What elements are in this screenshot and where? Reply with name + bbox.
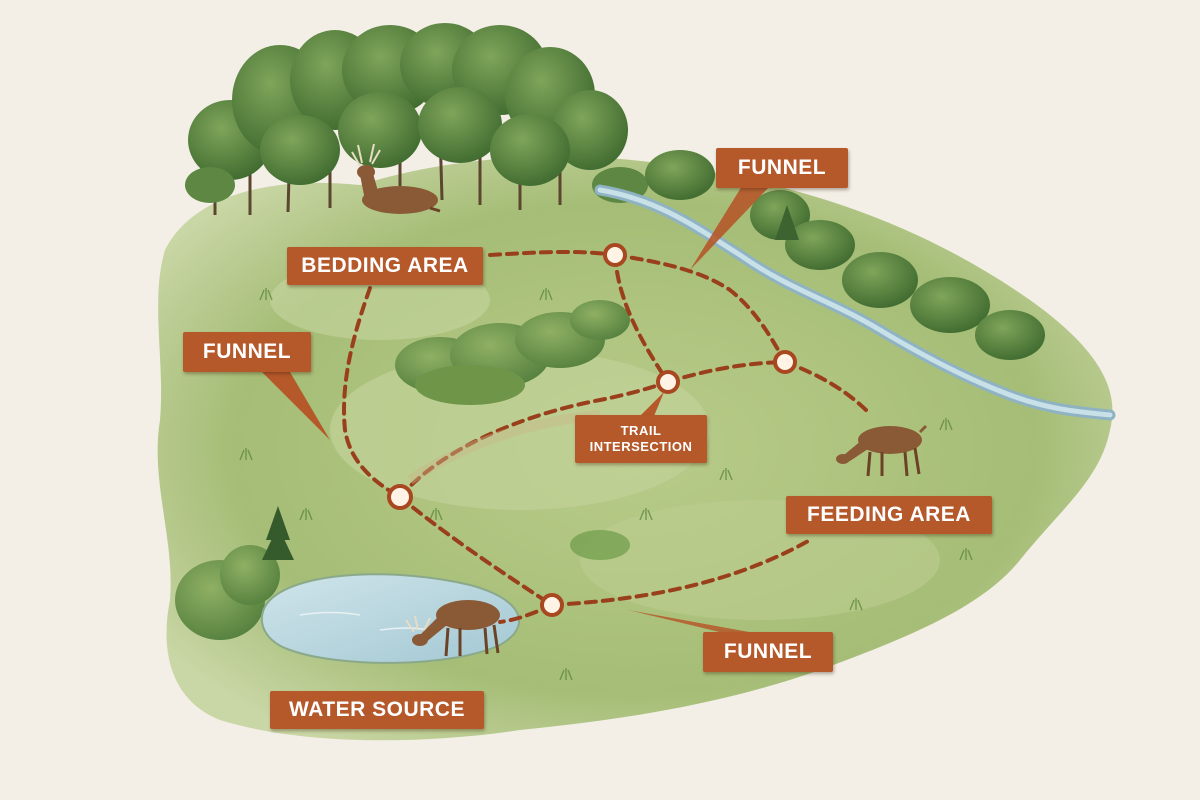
treeline-east [645, 150, 1045, 360]
bushes [395, 300, 630, 560]
deer-drinking [405, 600, 500, 657]
label-funnel-north: FUNNEL [716, 148, 848, 188]
label-funnel-west: FUNNEL [183, 332, 311, 372]
label-water-source: WATER SOURCE [270, 691, 484, 729]
label-trail-intersection: TRAIL INTERSECTION [575, 415, 707, 463]
label-pointers [262, 186, 770, 634]
pond [175, 506, 520, 664]
deer-grazing [836, 424, 928, 477]
label-trail-intersection-line1: TRAIL [620, 423, 662, 438]
trail-intersections [387, 243, 797, 617]
label-feeding-area: FEEDING AREA [786, 496, 992, 534]
label-bedding-area: BEDDING AREA [287, 247, 483, 285]
label-trail-intersection-line2: INTERSECTION [589, 439, 693, 454]
deer-bedded [351, 143, 441, 214]
label-funnel-south: FUNNEL [703, 632, 833, 672]
trail-network [342, 249, 868, 624]
